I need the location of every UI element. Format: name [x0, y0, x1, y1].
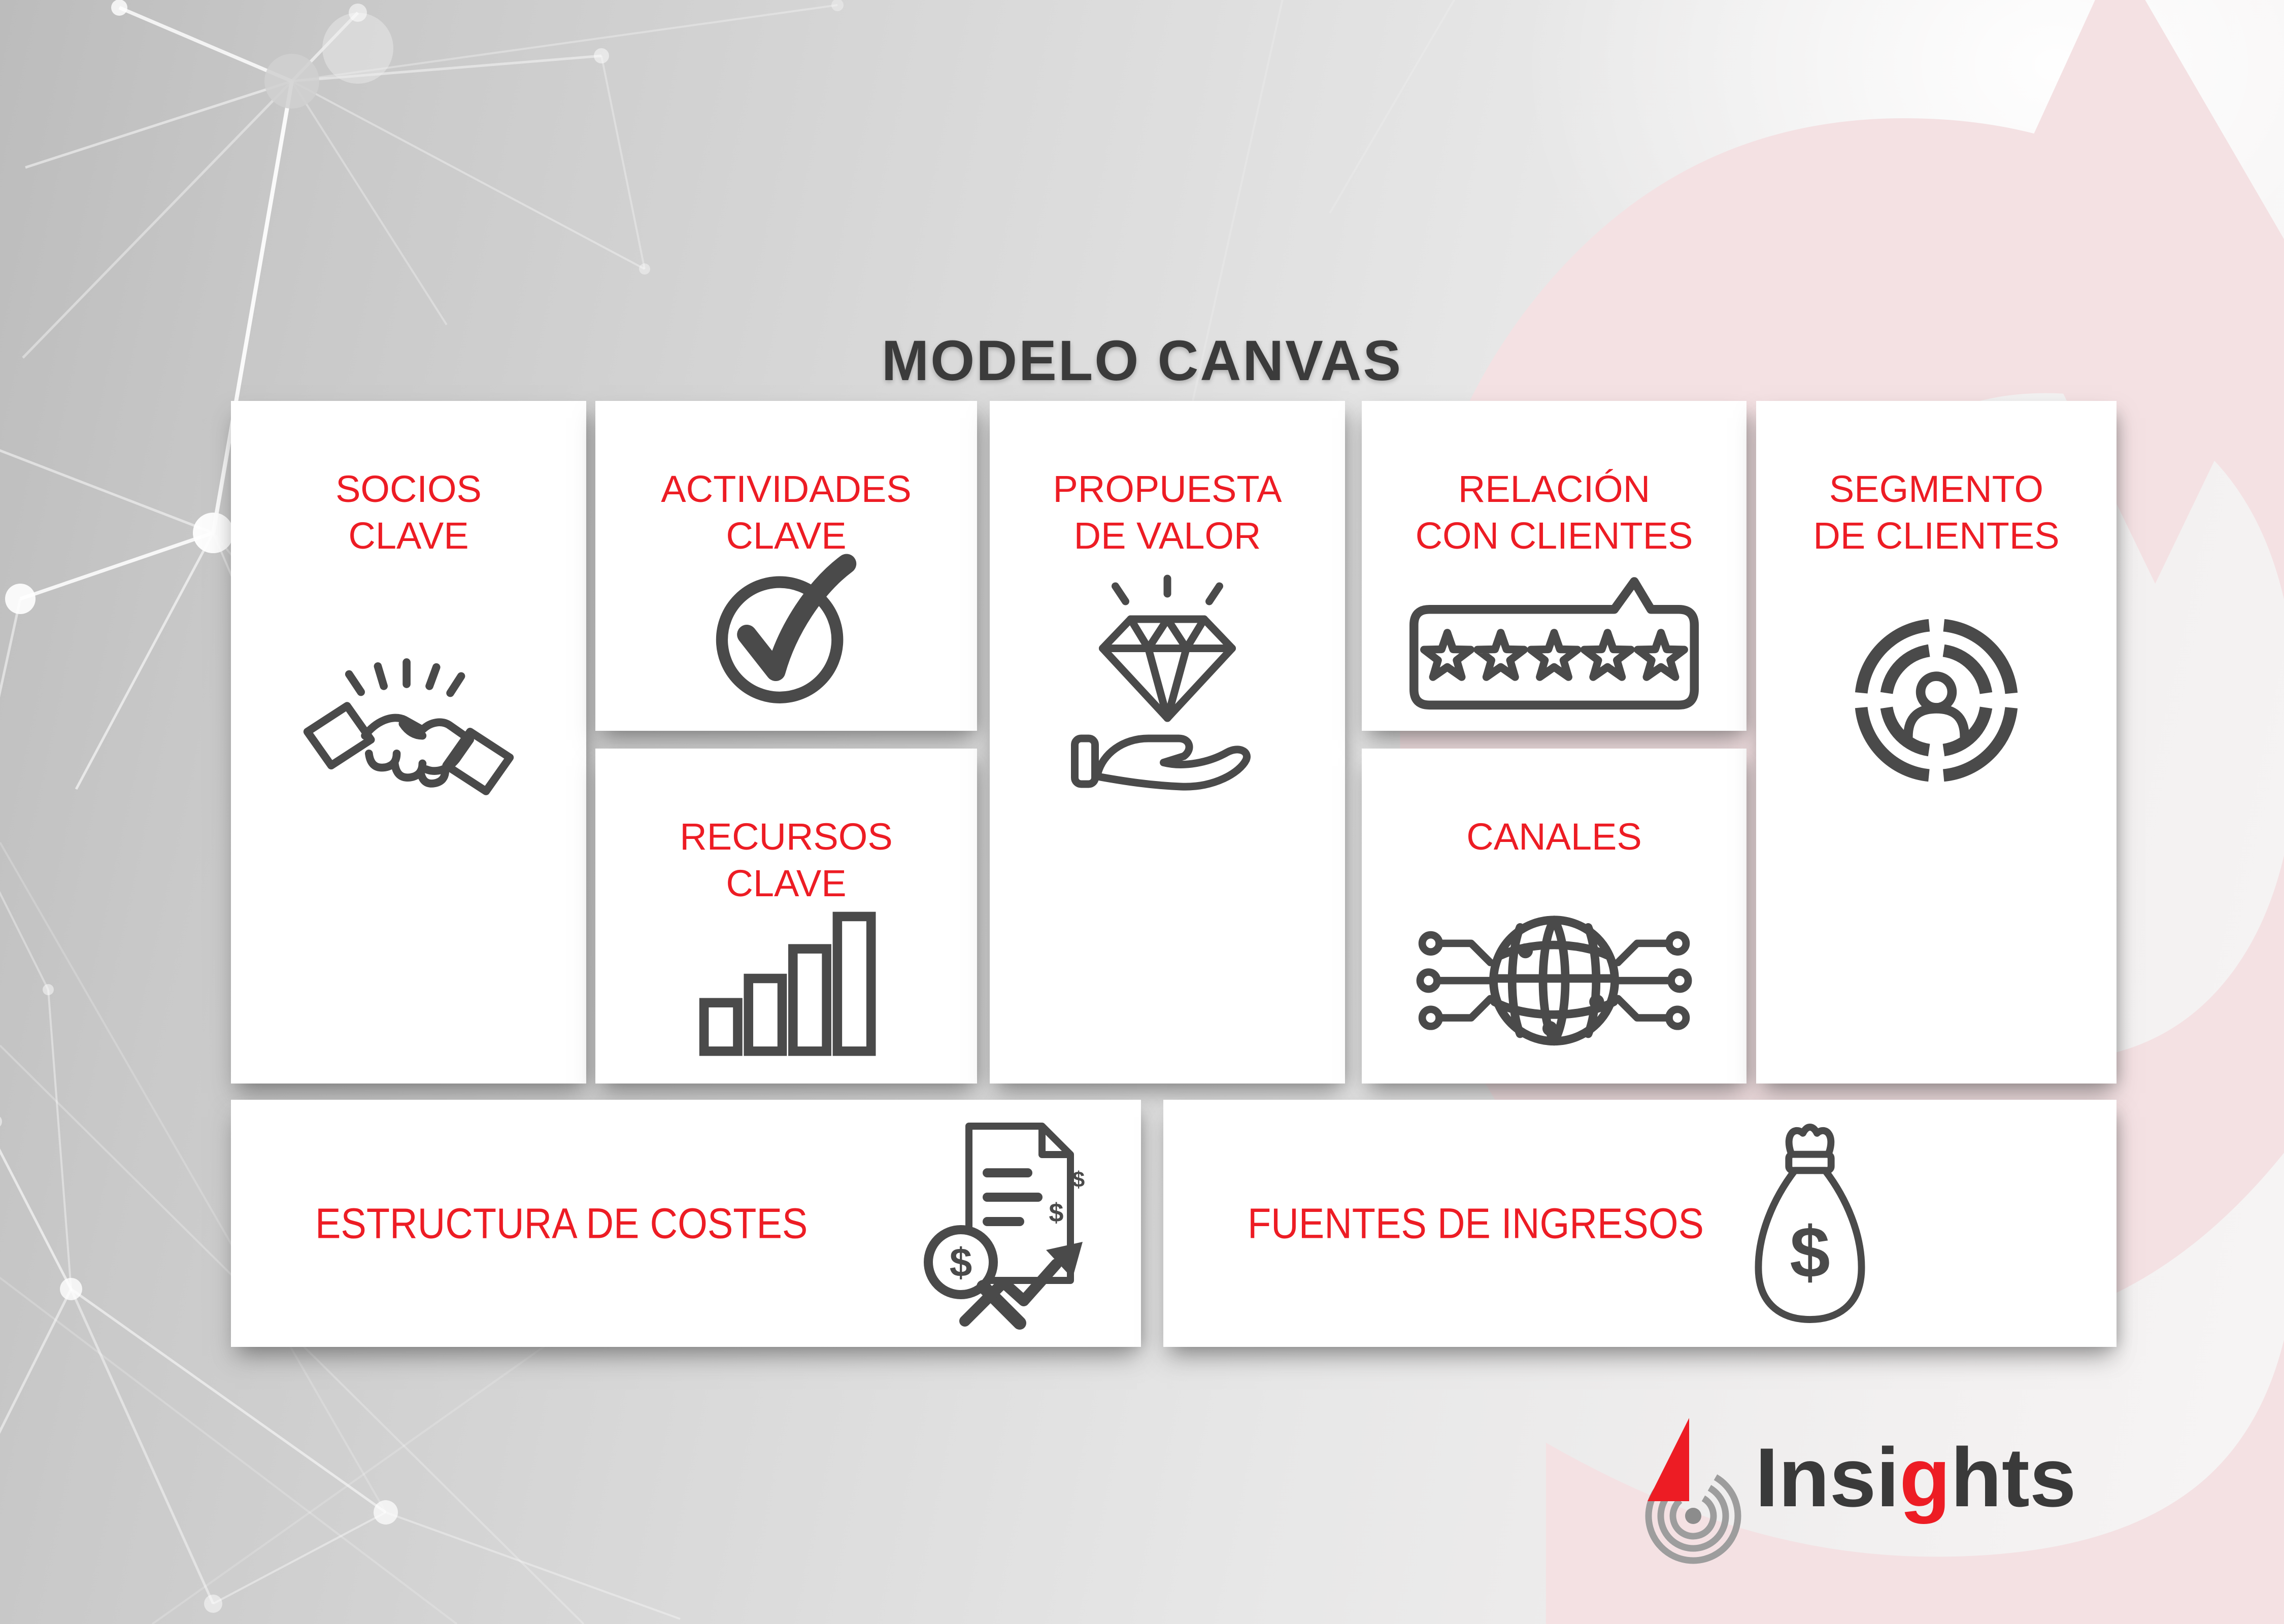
card-title: CANALES	[1362, 814, 1746, 860]
brand-name-part: Insi	[1755, 1431, 1900, 1524]
card-canales: CANALES	[1362, 749, 1746, 1084]
card-title-line: CON CLIENTES	[1415, 515, 1693, 557]
customer-target-icon	[1855, 619, 2018, 782]
card-title: RELACIÓN CON CLIENTES	[1362, 466, 1746, 559]
card-actividades-clave: ACTIVIDADES CLAVE	[595, 401, 977, 731]
brand-name: Insights	[1755, 1427, 2076, 1528]
card-title-line: CLAVE	[726, 862, 847, 904]
brand-name-accent: g	[1899, 1431, 1951, 1524]
card-title-line: DE VALOR	[1073, 515, 1261, 557]
svg-text:$: $	[950, 1240, 972, 1285]
check-circle-icon	[716, 554, 857, 703]
card-propuesta-de-valor: PROPUESTA DE VALOR	[990, 401, 1345, 1084]
card-title: ACTIVIDADES CLAVE	[595, 466, 977, 559]
card-title: ESTRUCTURA DE COSTES	[315, 1199, 808, 1247]
page-title: MODELO CANVAS	[881, 329, 1403, 392]
card-title: SEGMENTO DE CLIENTES	[1756, 466, 2117, 559]
globe-network-icon	[1416, 916, 1692, 1046]
card-title-line: CLAVE	[726, 515, 847, 557]
card-title-line: PROPUESTA	[1053, 468, 1282, 510]
card-title: PROPUESTA DE VALOR	[990, 466, 1345, 559]
card-title: SOCIOS CLAVE	[231, 466, 586, 559]
card-title: FUENTES DE INGRESOS	[1248, 1199, 1704, 1247]
svg-text:$: $	[1790, 1212, 1830, 1293]
brand-name-part: hts	[1951, 1431, 2076, 1524]
diamond-hand-icon	[1071, 574, 1251, 791]
card-socios-clave: SOCIOS CLAVE	[231, 401, 586, 1084]
svg-text:$: $	[1072, 1167, 1085, 1192]
card-estructura-de-costes: ESTRUCTURA DE COSTES $ $ $	[231, 1100, 1141, 1347]
handshake-icon	[303, 658, 514, 795]
card-title-line: CANALES	[1466, 816, 1642, 858]
card-title-line: DE CLIENTES	[1813, 515, 2060, 557]
card-title-line: SEGMENTO	[1829, 468, 2044, 510]
card-title-line: CLAVE	[348, 515, 469, 557]
svg-text:$: $	[1049, 1198, 1064, 1228]
card-segmento-de-clientes: SEGMENTO DE CLIENTES	[1756, 401, 2117, 1084]
card-title-line: RECURSOS	[680, 816, 893, 858]
card-title: RECURSOS CLAVE	[595, 814, 977, 907]
card-recursos-clave: RECURSOS CLAVE	[595, 749, 977, 1084]
card-title-line: SOCIOS	[335, 468, 482, 510]
card-relacion-con-clientes: RELACIÓN CON CLIENTES	[1362, 401, 1746, 731]
card-fuentes-de-ingresos: FUENTES DE INGRESOS $	[1163, 1100, 2117, 1347]
money-bag-icon: $	[1755, 1124, 1865, 1323]
five-star-review-icon	[1409, 577, 1699, 710]
cost-analysis-icon: $ $ $	[924, 1123, 1085, 1330]
card-title-line: RELACIÓN	[1458, 468, 1651, 510]
card-title-line: ACTIVIDADES	[661, 468, 912, 510]
brand-mark-icon	[1645, 1418, 1741, 1564]
bar-chart-icon	[699, 911, 876, 1056]
